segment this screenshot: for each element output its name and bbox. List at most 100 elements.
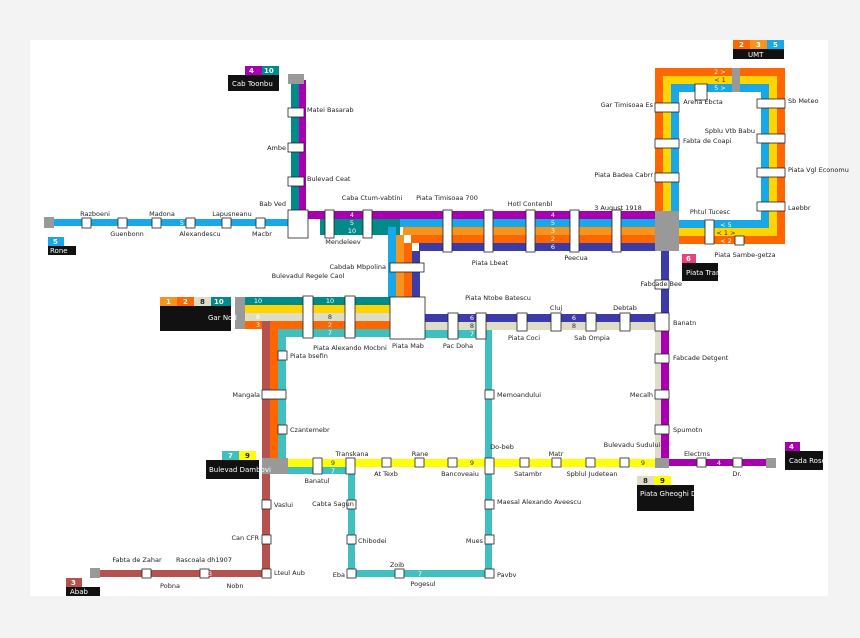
- station-spumotn[interactable]: [654, 424, 670, 435]
- line-number: 7: [331, 467, 335, 475]
- station-ceat[interactable]: [287, 176, 305, 187]
- station-mangala[interactable]: [261, 389, 287, 400]
- line-number: 8: [470, 322, 474, 330]
- terminal-line-badge: 9: [245, 452, 250, 460]
- station-sudului[interactable]: [619, 457, 630, 468]
- station-bancovear[interactable]: [447, 457, 458, 468]
- station-mues[interactable]: [484, 534, 495, 545]
- station-arena[interactable]: [694, 83, 708, 101]
- terminal-gar-nord[interactable]: 1 2 8 10 Gar Nod: [160, 297, 237, 331]
- hub-cab[interactable]: [288, 74, 304, 84]
- station-dobeb[interactable]: [484, 457, 495, 475]
- station-at-texb[interactable]: [381, 457, 392, 468]
- station-czantemebr[interactable]: [277, 424, 288, 435]
- station-satambr[interactable]: [519, 457, 530, 468]
- terminal-cada-rose[interactable]: 4 Cada Rose: [785, 442, 826, 470]
- station-matr[interactable]: [551, 457, 562, 468]
- station-fabcade-bee[interactable]: [654, 279, 670, 290]
- label-razboeni: Razboeni: [80, 210, 110, 218]
- station-august[interactable]: [611, 209, 622, 253]
- terminal-gheorghe[interactable]: 8 9 Piata Gheoghi Domasne: [637, 476, 724, 511]
- station-detgent[interactable]: [654, 353, 670, 364]
- hub-east[interactable]: [655, 211, 679, 251]
- station-mocbni[interactable]: [344, 295, 356, 339]
- station-zoib[interactable]: [394, 568, 405, 579]
- terminal-umt[interactable]: 2 3 5 UMT: [733, 40, 784, 59]
- hub-gar-nord[interactable]: [235, 297, 245, 329]
- line-number: 10: [326, 297, 334, 305]
- hub-rone[interactable]: [44, 217, 54, 228]
- hub-rose[interactable]: [766, 458, 776, 468]
- station-razboeni[interactable]: [81, 217, 92, 229]
- station-sagun[interactable]: [346, 499, 357, 510]
- station-caba[interactable]: [362, 209, 373, 239]
- station-vaslui[interactable]: [261, 499, 272, 510]
- station-spblu[interactable]: [756, 133, 786, 144]
- station-eba[interactable]: [346, 568, 357, 579]
- station-lapusneanu[interactable]: [221, 217, 232, 229]
- hub-piata-mab[interactable]: [389, 296, 426, 340]
- station-sudului-hub[interactable]: [655, 458, 669, 468]
- station-madona[interactable]: [151, 217, 162, 229]
- station-pavbv[interactable]: [484, 568, 495, 579]
- station-zahar[interactable]: [141, 568, 152, 579]
- station-guenbonn[interactable]: [117, 217, 128, 229]
- terminal-piata-tran[interactable]: 6 Piata Tran: [682, 254, 720, 281]
- station-sambe[interactable]: [734, 235, 745, 246]
- station-mendeleev[interactable]: [324, 209, 335, 239]
- station-gar[interactable]: [654, 102, 680, 113]
- label-bancovear: Bancoveaiu: [441, 470, 479, 478]
- station-cluj[interactable]: [550, 312, 562, 332]
- station-bsefin[interactable]: [277, 350, 288, 361]
- station-macbr[interactable]: [255, 217, 266, 229]
- station-alexandescu[interactable]: [185, 217, 196, 229]
- station-mecalh[interactable]: [654, 389, 670, 400]
- station-laebbr[interactable]: [756, 201, 786, 212]
- label-coci: Piata Coci: [508, 334, 540, 342]
- station-memoandului[interactable]: [484, 389, 495, 400]
- station-lteul[interactable]: [261, 568, 272, 579]
- label-cfr: Can CFR: [231, 534, 259, 542]
- station-banatul[interactable]: [312, 457, 323, 475]
- station-coci[interactable]: [516, 312, 528, 332]
- station-dr[interactable]: [732, 457, 743, 468]
- station-maesal[interactable]: [484, 499, 495, 510]
- station-cabdab[interactable]: [389, 262, 425, 273]
- station-peecua[interactable]: [569, 209, 580, 253]
- line-number: 6: [470, 314, 474, 322]
- station-electrns[interactable]: [696, 457, 707, 468]
- hub-abab[interactable]: [90, 568, 100, 578]
- terminal-line-badge: 10: [264, 67, 274, 75]
- station-phtul[interactable]: [704, 219, 715, 245]
- terminal-rone[interactable]: 5 Rone: [48, 237, 76, 255]
- station-hotl[interactable]: [525, 209, 536, 253]
- station-judetean[interactable]: [585, 457, 596, 468]
- station-sb-meteo[interactable]: [756, 98, 786, 109]
- hub-bulevad[interactable]: [262, 458, 288, 474]
- station-banatn[interactable]: [654, 312, 670, 332]
- station-badea[interactable]: [654, 172, 680, 183]
- terminal-cab[interactable]: 4 10 Cab Toonbu: [228, 66, 279, 91]
- station-cfr[interactable]: [261, 534, 272, 545]
- station-matei[interactable]: [287, 107, 305, 118]
- line-6-track-trunk: [419, 243, 660, 251]
- station-rane[interactable]: [414, 457, 425, 468]
- station-fabta-capi[interactable]: [654, 138, 680, 149]
- station-transkana[interactable]: [345, 457, 356, 475]
- station-lbeat[interactable]: [483, 209, 494, 253]
- hub-bab-ved[interactable]: [287, 209, 309, 239]
- terminal-abab[interactable]: 3 Abab: [66, 578, 100, 596]
- station-debtab[interactable]: [619, 312, 631, 332]
- station-ompia[interactable]: [585, 312, 597, 332]
- station-pac-doha[interactable]: [447, 312, 459, 340]
- station-regele[interactable]: [302, 295, 314, 339]
- station-vgl[interactable]: [756, 167, 786, 178]
- station-bateseu[interactable]: [475, 312, 487, 340]
- terminal-bulevad-dambov[interactable]: 7 9 Bulevad Dambovi: [206, 451, 271, 479]
- hub-umt[interactable]: [732, 68, 740, 92]
- label-electrns: Electrns: [684, 450, 711, 458]
- station-rascoala[interactable]: [199, 568, 210, 579]
- station-piata-700[interactable]: [442, 209, 453, 253]
- station-ambe[interactable]: [287, 142, 305, 153]
- station-chibodei[interactable]: [346, 534, 357, 545]
